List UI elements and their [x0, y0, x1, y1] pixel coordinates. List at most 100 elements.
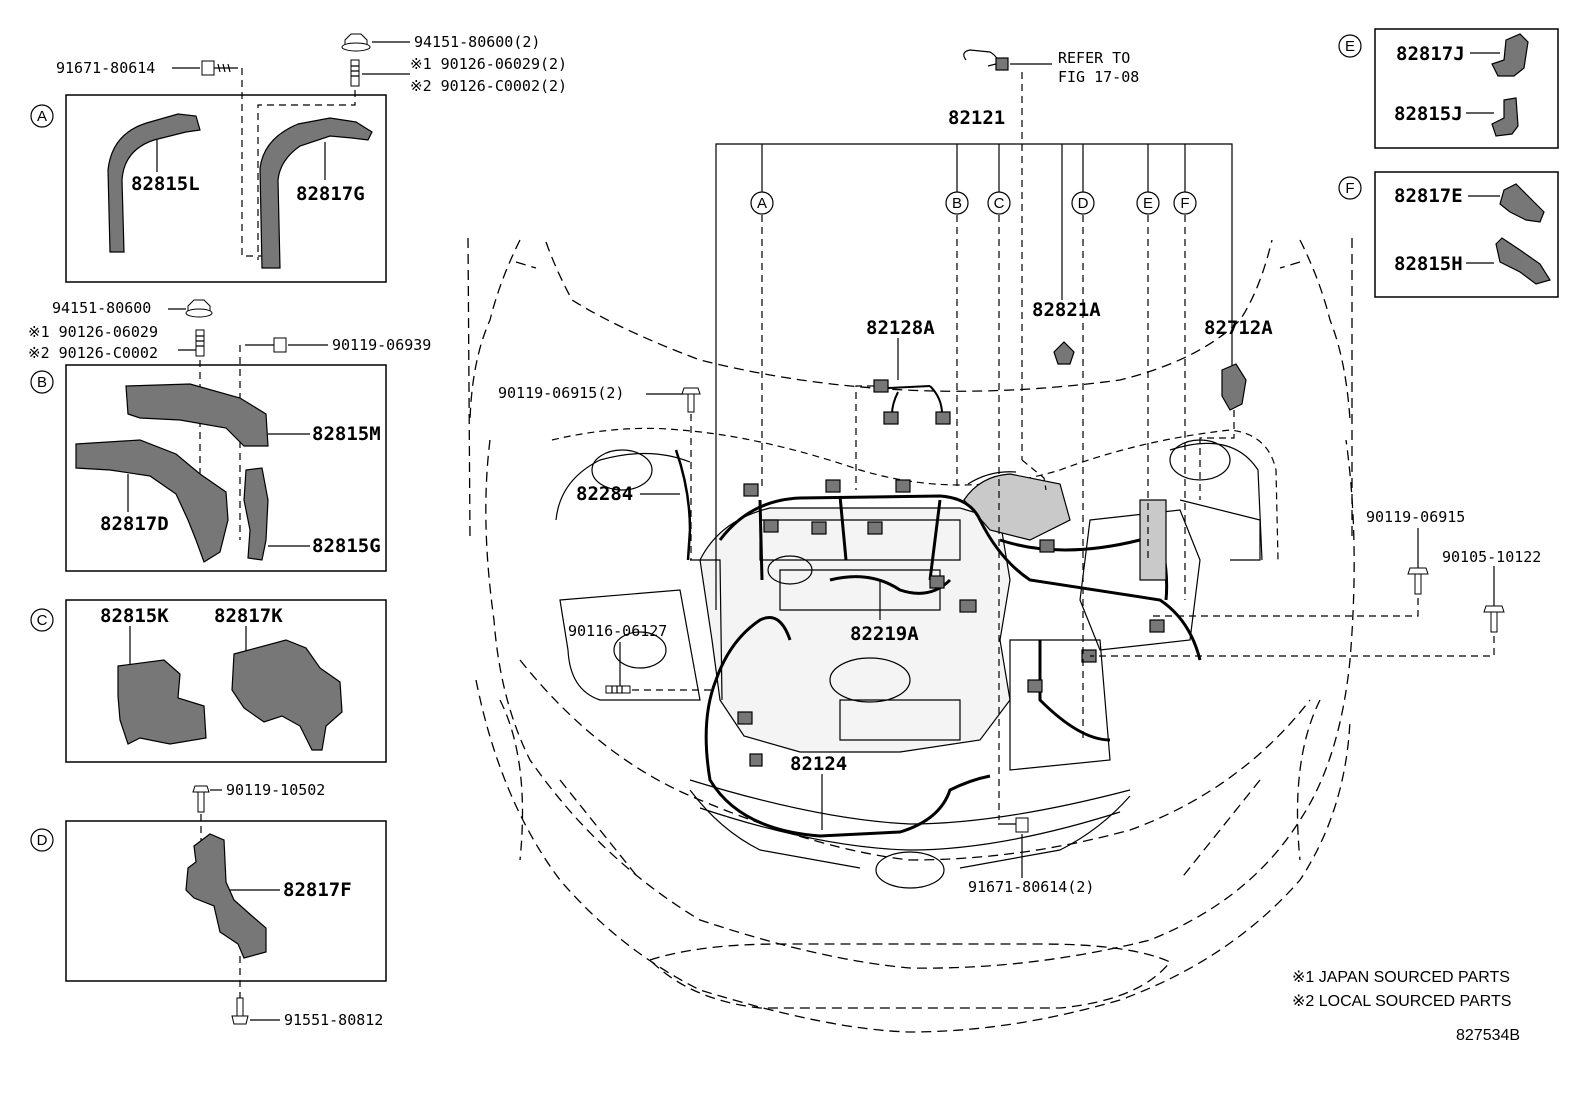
callout-letter-c: C	[37, 612, 48, 629]
protector-82815g	[243, 467, 269, 561]
engine-bay-drawing	[467, 237, 1355, 1033]
callout-letter-a: A	[37, 108, 47, 125]
refer-line-1: REFER TO	[1058, 49, 1130, 67]
inset-b: 94151-80600 ※1 90126-06029 ※2 90126-C000…	[28, 299, 431, 572]
callout-letter-d: D	[37, 832, 48, 849]
strut-tower-left	[591, 449, 653, 491]
label-82815l: 82815L	[131, 173, 200, 195]
label-82817f: 82817F	[283, 879, 352, 901]
label-90105-10122: 90105-10122	[1442, 548, 1541, 566]
connector-82821a	[1053, 341, 1075, 365]
inset-a: A 91671-80614 94151-80600(2) ※1 90126-06…	[30, 33, 567, 283]
protector-82815m	[125, 383, 269, 447]
label-b-stud-2: ※2 90126-C0002	[28, 344, 158, 362]
inset-c-frame	[65, 599, 387, 763]
label-82284: 82284	[576, 483, 633, 505]
label-94151-80600-2: 94151-80600(2)	[414, 33, 540, 51]
clamp-82817g	[259, 117, 373, 269]
inset-d-frame	[65, 820, 387, 982]
main-callout-d: D	[1078, 195, 1089, 212]
protector-82815j	[1491, 97, 1519, 137]
stud-icon	[195, 329, 205, 357]
protector-82815k	[117, 659, 207, 745]
label-82817j: 82817J	[1396, 43, 1465, 65]
main-callout-f: F	[1180, 195, 1189, 212]
inset-c: C 82815K 82817K	[30, 599, 387, 763]
bolt-icon	[231, 997, 249, 1025]
callout-circle-e	[1338, 34, 1362, 58]
main-callout-b: B	[952, 195, 962, 212]
main-callout-e: E	[1143, 195, 1153, 212]
emblem	[875, 851, 945, 889]
sensor-connector	[963, 49, 1052, 71]
label-82821a: 82821A	[1032, 299, 1101, 321]
inset-a-frame	[65, 94, 387, 283]
note-local-sourced: ※2 LOCAL SOURCED PARTS	[1292, 993, 1511, 1010]
clamp-82817e	[1499, 183, 1545, 223]
callout-circle-d	[30, 828, 54, 852]
label-82815k: 82815K	[100, 605, 169, 627]
footnotes: ※1 JAPAN SOURCED PARTS ※2 LOCAL SOURCED …	[1292, 969, 1520, 1044]
refer-line-2: FIG 17-08	[1058, 68, 1139, 86]
callout-letter-e: E	[1345, 38, 1355, 55]
label-82815m: 82815M	[312, 423, 381, 445]
label-91671-80614: 91671-80614	[56, 59, 155, 77]
protector-82815h	[1495, 237, 1551, 285]
inset-f-frame	[1374, 171, 1559, 298]
stud-icon	[350, 59, 360, 87]
label-90119-10502: 90119-10502	[226, 781, 325, 799]
clamp-82817d	[75, 439, 229, 563]
main-callout-a: A	[757, 195, 767, 212]
harness-82124-run	[704, 679, 991, 838]
label-90119-06939: 90119-06939	[332, 336, 431, 354]
callout-circle-f	[1338, 176, 1362, 200]
inset-e-frame	[1374, 28, 1559, 149]
label-82124: 82124	[790, 753, 847, 775]
label-91671-80614-2: 91671-80614(2)	[968, 878, 1094, 896]
nut-icon	[185, 299, 213, 318]
bolt-icon	[998, 817, 1029, 833]
label-stud-2: ※2 90126-C0002(2)	[410, 77, 567, 95]
inset-d: 90119-10502 D 82817F 91551-80812	[30, 781, 387, 1029]
label-82815h: 82815H	[1394, 253, 1463, 275]
label-82121: 82121	[948, 107, 1005, 129]
main-callout-c: C	[994, 195, 1005, 212]
nut-icon	[341, 33, 371, 52]
bolt-icon	[681, 387, 701, 413]
label-b-stud-1: ※1 90126-06029	[28, 323, 158, 341]
label-82817e: 82817E	[1394, 185, 1463, 207]
protector-82815l	[107, 113, 201, 253]
label-82817d: 82817D	[100, 513, 169, 535]
stud-icon	[605, 685, 631, 694]
clamp-82817k	[231, 639, 343, 751]
label-82817k: 82817K	[214, 605, 283, 627]
label-82712a: 82712A	[1204, 317, 1273, 339]
bolt-icon	[1483, 605, 1505, 633]
label-90119-06915-2: 90119-06915(2)	[498, 384, 624, 402]
label-82817g: 82817G	[296, 183, 365, 205]
callout-letter-b: B	[37, 374, 47, 391]
label-82815g: 82815G	[312, 535, 381, 557]
note-japan-sourced: ※1 JAPAN SOURCED PARTS	[1292, 969, 1510, 986]
clamp-82817j	[1491, 33, 1529, 77]
inset-b-frame	[65, 364, 387, 572]
label-90116-06127: 90116-06127	[568, 622, 667, 640]
harness-connectors	[737, 479, 1167, 767]
main-callouts: REFER TO FIG 17-08 82121 A B C D E F	[498, 49, 1541, 896]
diagram-id: 827534B	[1456, 1027, 1520, 1044]
callout-circle-a	[30, 104, 54, 128]
bolt-icon	[1407, 567, 1429, 595]
callout-circle-c	[30, 608, 54, 632]
bolt-icon	[192, 785, 210, 813]
clamp-82817f	[185, 833, 267, 959]
relay-block-82712a	[1221, 363, 1247, 411]
harness-82121-run	[718, 494, 1202, 661]
label-91551-80812: 91551-80812	[284, 1011, 383, 1029]
callout-letter-f: F	[1345, 180, 1354, 197]
label-90119-06915: 90119-06915	[1366, 508, 1465, 526]
inset-f: F 82817E 82815H	[1338, 171, 1559, 298]
label-82815j: 82815J	[1394, 103, 1463, 125]
label-stud-1: ※1 90126-06029(2)	[410, 55, 567, 73]
label-82219a: 82219A	[850, 623, 919, 645]
